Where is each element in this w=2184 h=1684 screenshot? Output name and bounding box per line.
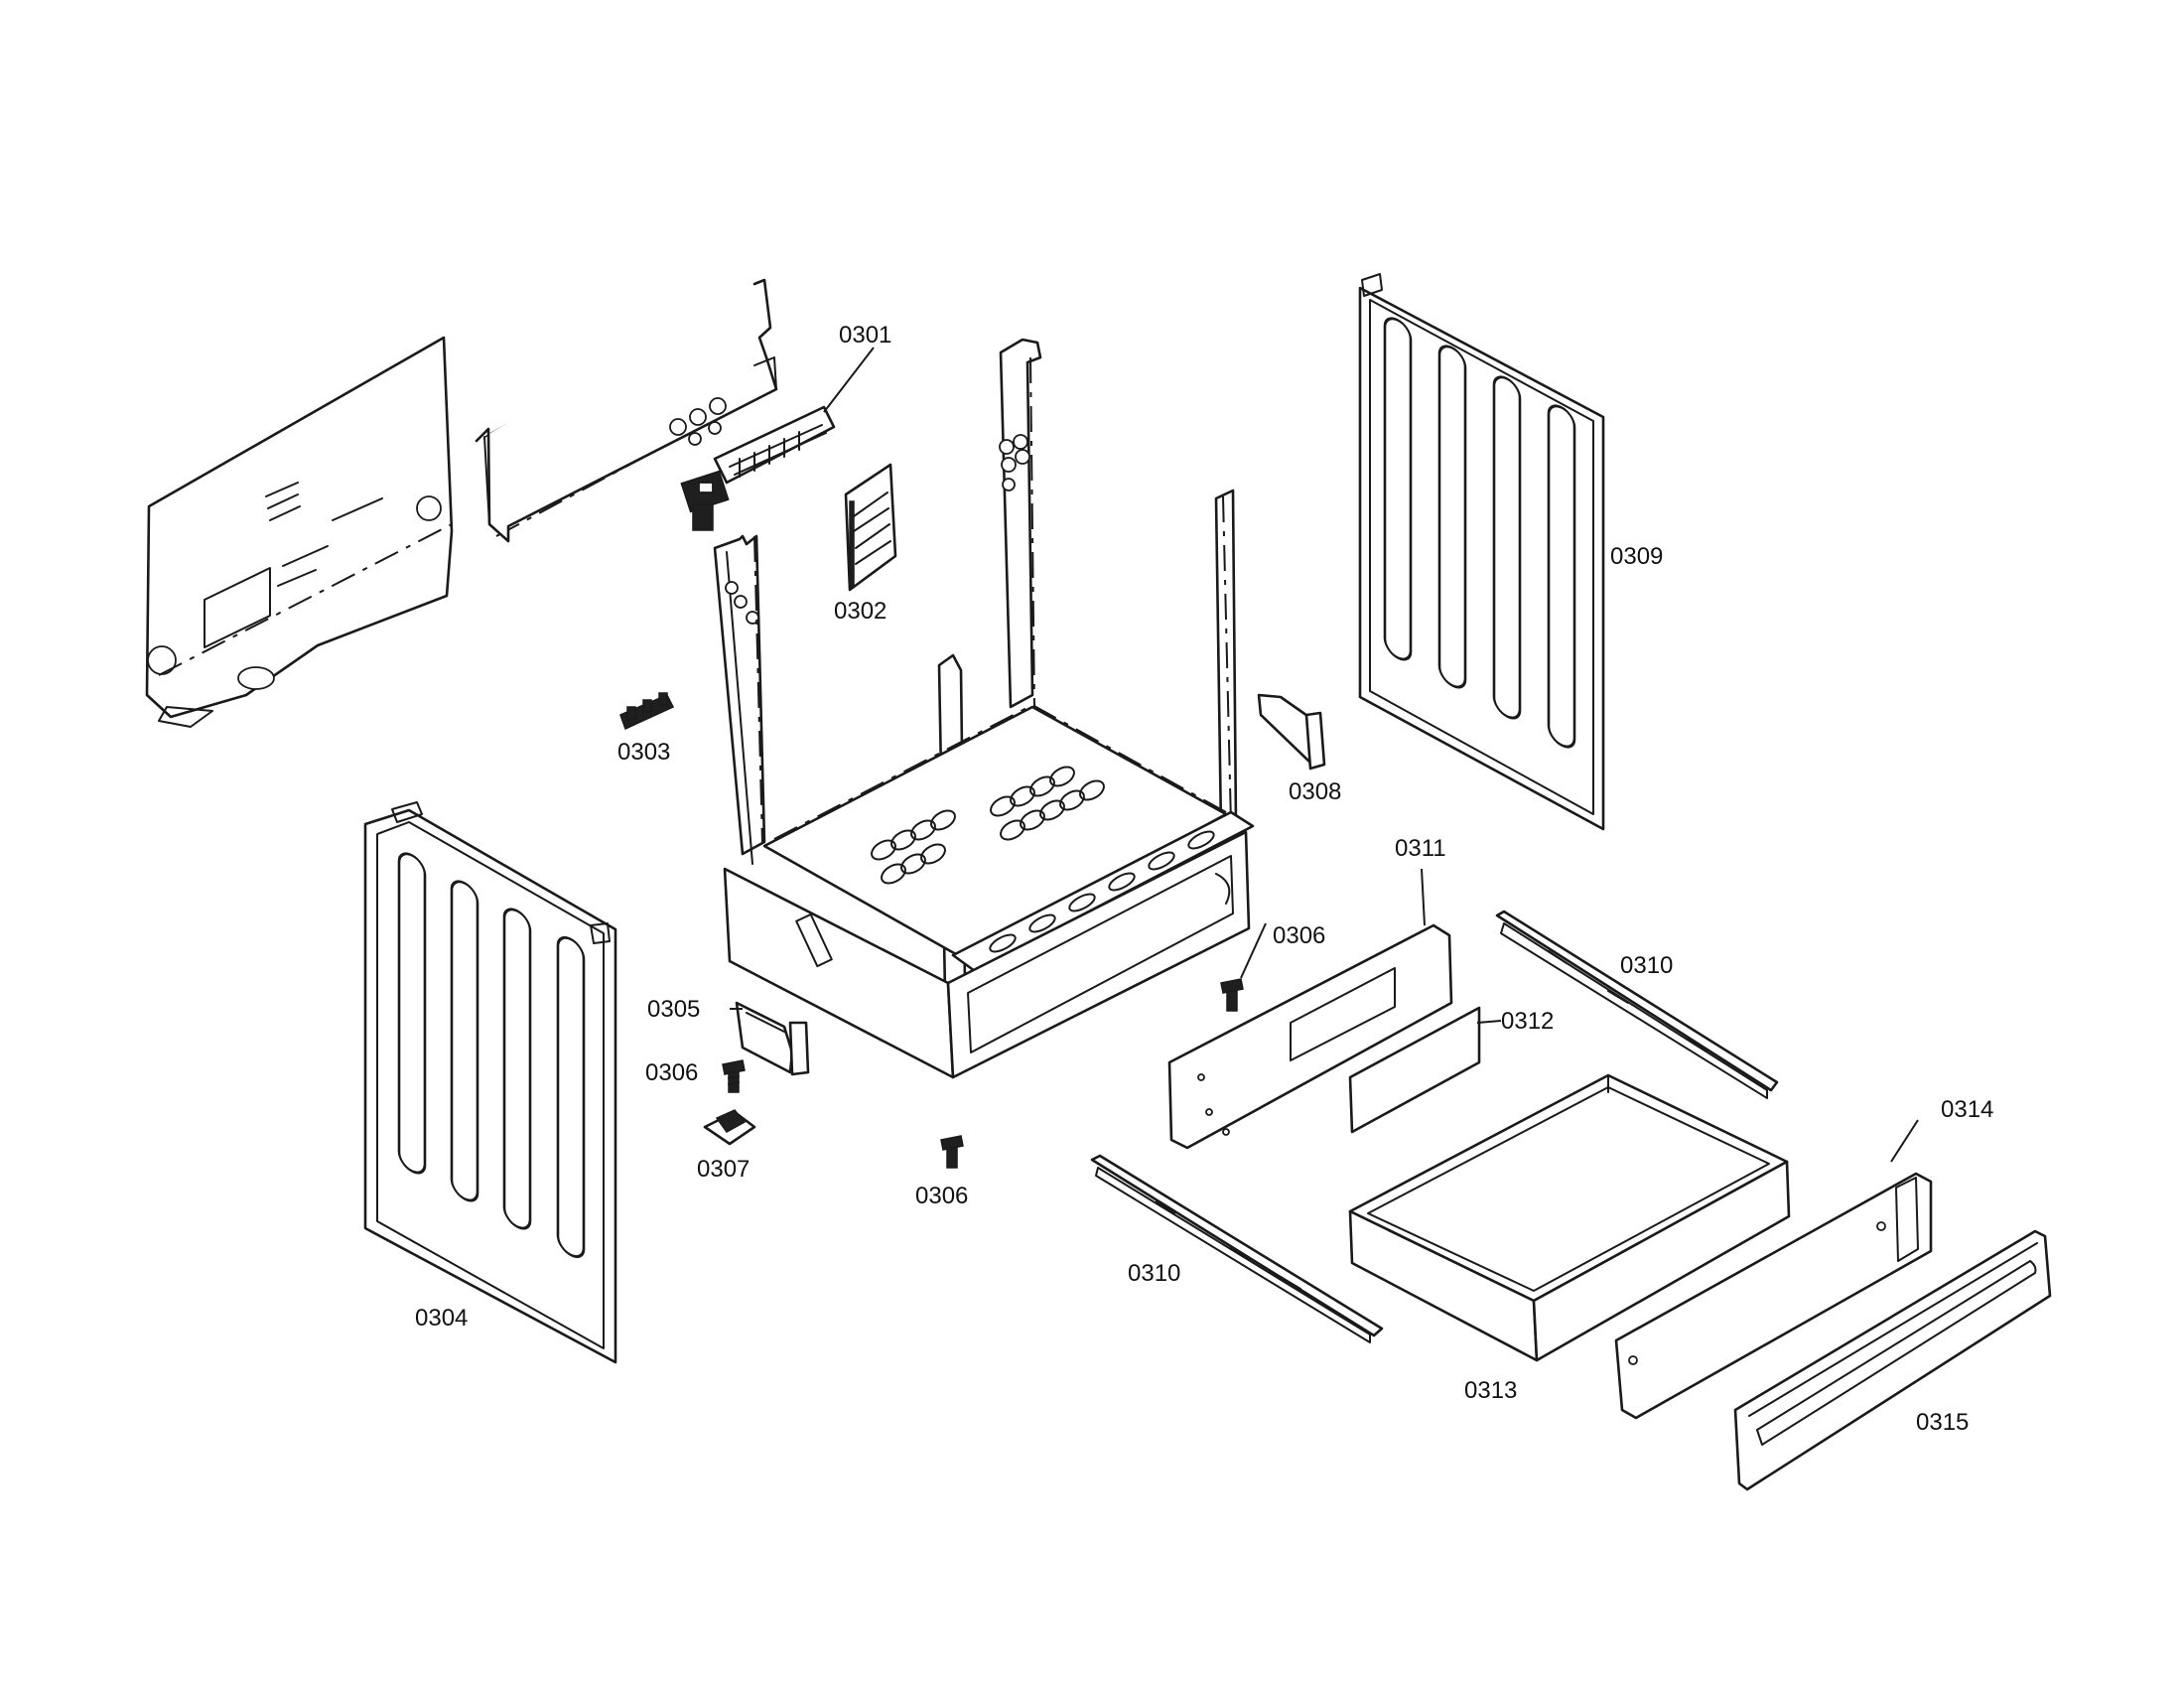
- callout-0311: 0311: [1395, 835, 1446, 862]
- oven-frame-chassis: [713, 338, 1255, 1079]
- bracket-right: [1257, 693, 1326, 771]
- drawer-back-panel: [1167, 923, 1453, 1150]
- left-side-panel: [363, 801, 617, 1364]
- callout-0304: 0304: [415, 1305, 468, 1332]
- drawer-slide-right: [1495, 910, 1779, 1099]
- callout-0310-left: 0310: [1128, 1260, 1180, 1287]
- callout-0313: 0313: [1464, 1377, 1517, 1404]
- callout-0306-bottom: 0306: [915, 1183, 968, 1209]
- drawer-box: [1348, 1073, 1791, 1362]
- rear-panel: [145, 336, 454, 728]
- callout-0312: 0312: [1501, 1008, 1554, 1035]
- callout-0305: 0305: [647, 996, 700, 1023]
- right-side-panel: [1358, 273, 1605, 831]
- leader-lines: [730, 347, 1919, 1163]
- callout-0314: 0314: [1941, 1096, 1993, 1123]
- drawer-front-inner: [1614, 1172, 1933, 1420]
- callout-0306-left: 0306: [645, 1059, 698, 1086]
- terminal-block: [619, 692, 675, 731]
- callout-0310-right: 0310: [1620, 952, 1673, 979]
- callout-0303: 0303: [617, 739, 670, 766]
- drawer-insert-panel: [1348, 1006, 1481, 1134]
- screw-0306-right: [1220, 978, 1244, 1012]
- bracket-left: [735, 1001, 810, 1076]
- callout-0301: 0301: [839, 322, 891, 349]
- callout-0307: 0307: [697, 1156, 750, 1183]
- callout-0315: 0315: [1916, 1409, 1969, 1436]
- callout-0309: 0309: [1610, 543, 1663, 570]
- callout-0306-right: 0306: [1273, 922, 1325, 949]
- callout-0308: 0308: [1289, 778, 1341, 805]
- drawer-slide-left: [1090, 1154, 1384, 1343]
- tangential-fan: [680, 405, 836, 531]
- circuit-board: [844, 463, 897, 592]
- callout-0302: 0302: [834, 598, 887, 625]
- rear-duct-channel: [475, 278, 778, 543]
- screw-0306-left: [722, 1059, 746, 1093]
- callout-labels: 0301 0302 0303 0304 0305 0306 0306 0306 …: [415, 322, 1993, 1436]
- drawer-front-outer: [1733, 1229, 2052, 1491]
- screw-0306-bottom: [940, 1135, 964, 1169]
- clip-0307: [703, 1109, 756, 1146]
